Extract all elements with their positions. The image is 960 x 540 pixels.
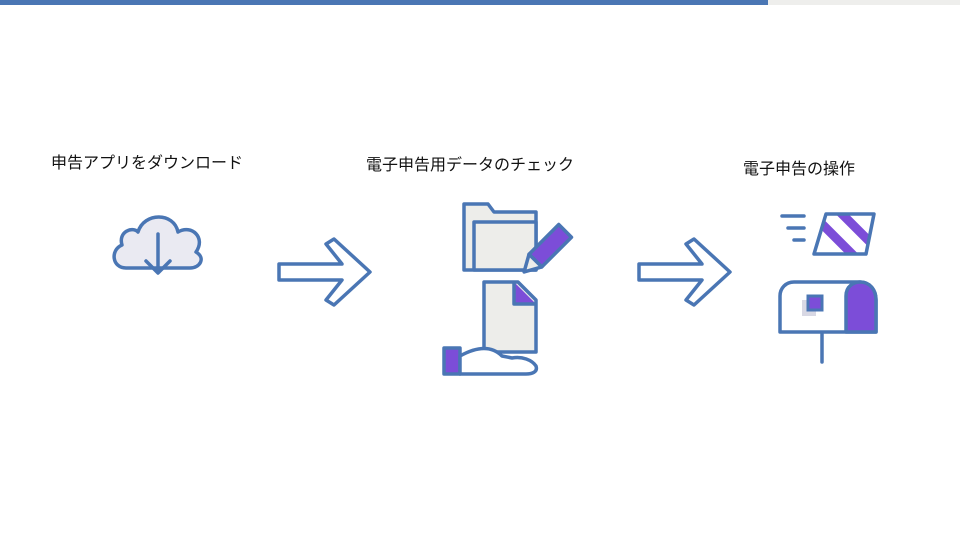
- mailbox-send-icon: [778, 212, 878, 364]
- step-1-label: 申告アプリをダウンロード: [51, 153, 244, 172]
- arrow-right-icon: [637, 237, 732, 307]
- cloud-download-icon: [112, 215, 203, 275]
- progress-bar: [0, 0, 960, 5]
- document-check-icon: [442, 202, 574, 376]
- step-3-label: 電子申告の操作: [743, 159, 856, 178]
- arrow-right-icon: [277, 237, 372, 307]
- progress-bar-fill: [0, 0, 768, 5]
- step-2-label: 電子申告用データのチェック: [366, 155, 575, 174]
